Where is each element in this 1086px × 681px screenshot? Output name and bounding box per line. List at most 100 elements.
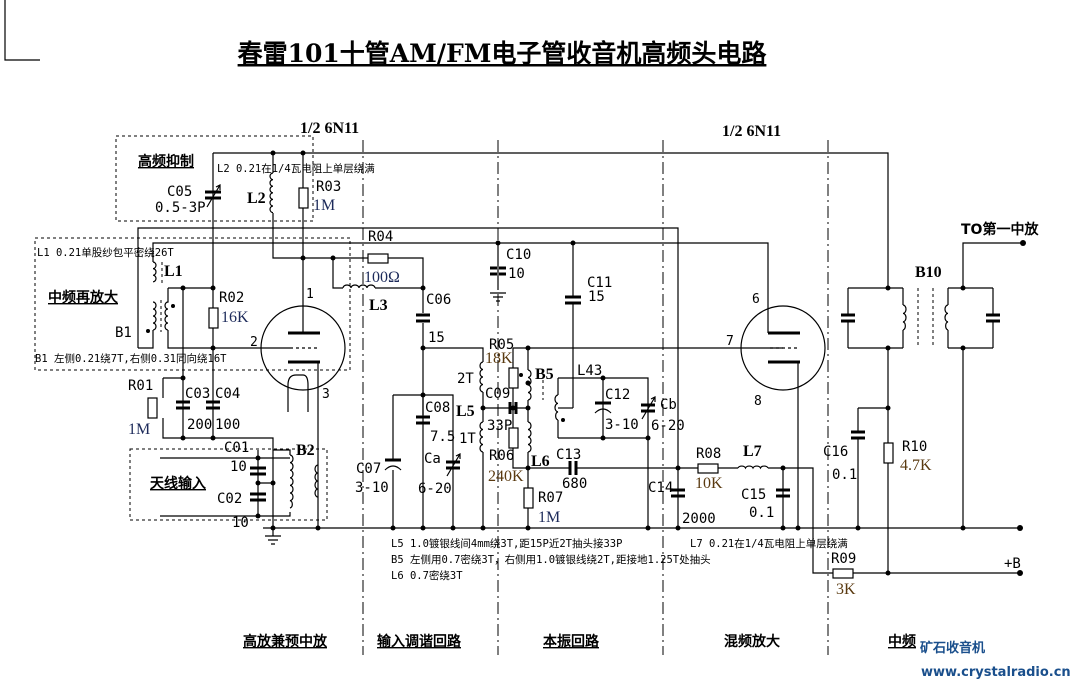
b10-primary-coil <box>902 304 907 331</box>
note-b1: B1 左侧0.21绕7T,右侧0.31同向绕16T <box>35 352 227 365</box>
watermark-name: 矿石收音机 <box>920 640 985 656</box>
wiring <box>137 152 1023 574</box>
b10-secondary-cap <box>986 313 1000 323</box>
r02-symbol <box>208 307 219 329</box>
c06-ref: C06 <box>426 292 451 308</box>
note-l2: L2 0.21在1/4瓦电阻上单层绕满 <box>217 162 375 175</box>
pin-1: 1 <box>306 287 314 302</box>
c06-value: 15 <box>428 330 445 346</box>
c06-symbol <box>416 313 430 323</box>
c08-value: 7.5 <box>430 429 455 445</box>
r07-value: 1M <box>538 509 560 526</box>
b1-primary-coil <box>152 301 157 331</box>
c16-value: 0.1 <box>832 467 857 483</box>
l5-ref: L5 <box>456 403 475 420</box>
c12-value: 3-10 <box>605 417 639 433</box>
supply-label: +B <box>1004 556 1021 572</box>
c16-symbol <box>851 430 865 440</box>
l3-coil <box>342 284 376 289</box>
c14-symbol <box>671 488 685 498</box>
section-input-tuning: 输入调谐回路 <box>377 633 462 650</box>
cb-ref: Cb <box>660 397 677 413</box>
pin-8: 8 <box>754 394 762 409</box>
l5-upper-coil <box>479 361 484 393</box>
coil-symbols <box>146 172 949 509</box>
section-hf-amp: 高放兼预中放 <box>243 633 328 650</box>
note-l6: L6 0.7密绕3T <box>391 569 463 582</box>
r06-value: 240K <box>488 468 524 485</box>
b5-ref: B5 <box>535 366 554 383</box>
c15-value: 0.1 <box>749 505 774 521</box>
r04-symbol <box>367 253 389 264</box>
c03-ref: C03 <box>185 386 210 402</box>
r03-ref: R03 <box>316 179 341 195</box>
r07-symbol <box>523 487 534 509</box>
antenna-input-box <box>129 448 328 521</box>
c04-ref: C04 <box>215 386 240 402</box>
b2-primary-coil <box>289 454 294 509</box>
page-title: 春雷101十管AM/FM电子管收音机高频头电路 <box>238 39 768 68</box>
tube-right <box>740 305 826 391</box>
c01-value: 10 <box>230 459 247 475</box>
c03-value: 200 <box>187 417 212 433</box>
c04-symbol <box>206 400 220 410</box>
l5-tap-upper: 2T <box>457 371 474 387</box>
c10-value: 10 <box>508 266 525 282</box>
junction-dots <box>180 150 1026 576</box>
l6-coil <box>527 421 532 453</box>
r09-symbol <box>832 568 854 579</box>
ground-icon <box>490 292 506 302</box>
r04-ref: R04 <box>368 229 393 245</box>
l5-lower-coil <box>479 421 484 453</box>
l43-coil <box>554 394 559 421</box>
c03-symbol <box>176 400 190 410</box>
r05-symbol <box>508 367 519 389</box>
r02-value: 16K <box>221 309 249 326</box>
l2-ref: L2 <box>247 190 266 207</box>
c14-ref: C14 <box>648 480 673 496</box>
component-labels: C05 0.5-3P L2 R03 1M L1 B1 R02 16K R01 1… <box>115 179 1021 598</box>
watermark-logo: 矿石收音机 www.crystalradio.cn <box>920 614 1086 681</box>
r01-ref: R01 <box>128 378 153 394</box>
hf-suppress-box <box>115 135 314 222</box>
tube-left <box>260 305 346 412</box>
r08-value: 10K <box>695 475 723 492</box>
b5-coil <box>527 369 532 401</box>
c05-value: 0.5-3P <box>155 200 206 216</box>
r08-ref: R08 <box>696 446 721 462</box>
c15-ref: C15 <box>741 487 766 503</box>
tube-right-label: 1/2 6N11 <box>722 123 781 140</box>
pin-7: 7 <box>726 334 734 349</box>
r07-ref: R07 <box>538 490 563 506</box>
c04-value: 100 <box>215 417 240 433</box>
r05-value: 18K <box>485 350 513 367</box>
c02-ref: C02 <box>217 491 242 507</box>
resistor-symbols <box>147 187 894 579</box>
r06-symbol <box>508 427 519 449</box>
r04-value: 100Ω <box>364 269 400 286</box>
note-l7: L7 0.21在1/4瓦电阻上单层绕满 <box>690 537 848 550</box>
l5-tap-lower: 1T <box>459 431 476 447</box>
c14-value: 2000 <box>682 511 716 527</box>
c13-symbol <box>568 461 578 475</box>
ca-symbol <box>446 460 460 470</box>
c07-value: 3-10 <box>355 480 389 496</box>
l2-coil <box>269 172 274 214</box>
capacitor-symbols <box>176 184 1000 502</box>
b1-secondary-coil <box>164 288 169 331</box>
c10-ref: C10 <box>506 247 531 263</box>
r10-value: 4.7K <box>900 457 932 474</box>
pin-6: 6 <box>752 292 760 307</box>
if-reamp-box <box>34 237 351 371</box>
b10-ref: B10 <box>915 264 942 281</box>
b10-primary-cap <box>841 313 855 323</box>
b2-secondary-coil <box>314 464 319 498</box>
c13-ref: C13 <box>556 447 581 463</box>
l1-coil <box>152 261 157 283</box>
b10-secondary-coil <box>944 304 949 331</box>
r01-value: 1M <box>128 421 150 438</box>
r08-symbol <box>697 463 719 474</box>
c11-symbol <box>565 295 581 305</box>
c11-value: 15 <box>588 289 605 305</box>
